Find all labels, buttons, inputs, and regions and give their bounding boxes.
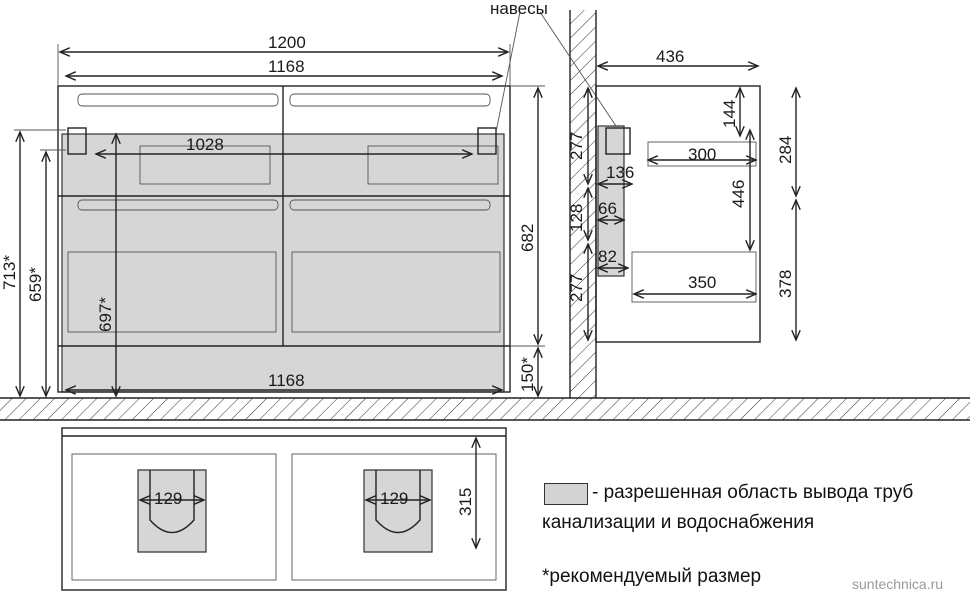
dim-66: 66 <box>598 199 617 218</box>
dim-378: 378 <box>776 270 795 298</box>
dim-277-bottom: 277 <box>567 274 586 302</box>
allowed-area-top-right <box>363 469 433 553</box>
label-hinges: навесы <box>490 0 548 18</box>
side-dimensions <box>588 66 796 340</box>
front-dimensions <box>14 11 621 396</box>
dim-1168-top: 1168 <box>268 57 305 76</box>
floor <box>0 397 970 421</box>
dim-697: 697* <box>96 297 115 332</box>
dim-1168-bottom: 1168 <box>268 371 305 390</box>
dim-1028: 1028 <box>186 135 224 154</box>
watermark: suntechnica.ru <box>852 576 944 592</box>
dim-436: 436 <box>656 47 684 66</box>
dim-82: 82 <box>598 247 617 266</box>
dim-144: 144 <box>720 100 739 128</box>
dim-1200: 1200 <box>268 33 306 52</box>
legend-swatch <box>544 483 588 505</box>
dim-128: 128 <box>567 204 586 232</box>
dim-284: 284 <box>776 136 795 164</box>
allowed-area-side <box>597 125 625 277</box>
dim-659: 659* <box>26 267 45 302</box>
footnote-recommended: *рекомендуемый размер <box>542 566 762 587</box>
dim-129-right: 129 <box>380 489 408 508</box>
dim-136: 136 <box>606 163 634 182</box>
front-view <box>57 85 511 393</box>
dim-682: 682 <box>518 224 537 252</box>
dim-129-left: 129 <box>154 489 182 508</box>
dim-350: 350 <box>688 273 716 292</box>
side-view <box>595 85 761 343</box>
legend-line-2: канализации и водоснабжения <box>542 512 815 533</box>
top-view <box>61 427 507 591</box>
dim-300: 300 <box>688 145 716 164</box>
dim-277-top: 277 <box>567 132 586 160</box>
dim-150: 150* <box>518 357 537 392</box>
dim-315: 315 <box>456 488 475 516</box>
legend-line-1: - разрешенная область вывода труб <box>592 482 914 503</box>
allowed-area-top-left <box>137 469 207 553</box>
dim-713: 713* <box>0 255 19 290</box>
dim-446: 446 <box>729 180 748 208</box>
